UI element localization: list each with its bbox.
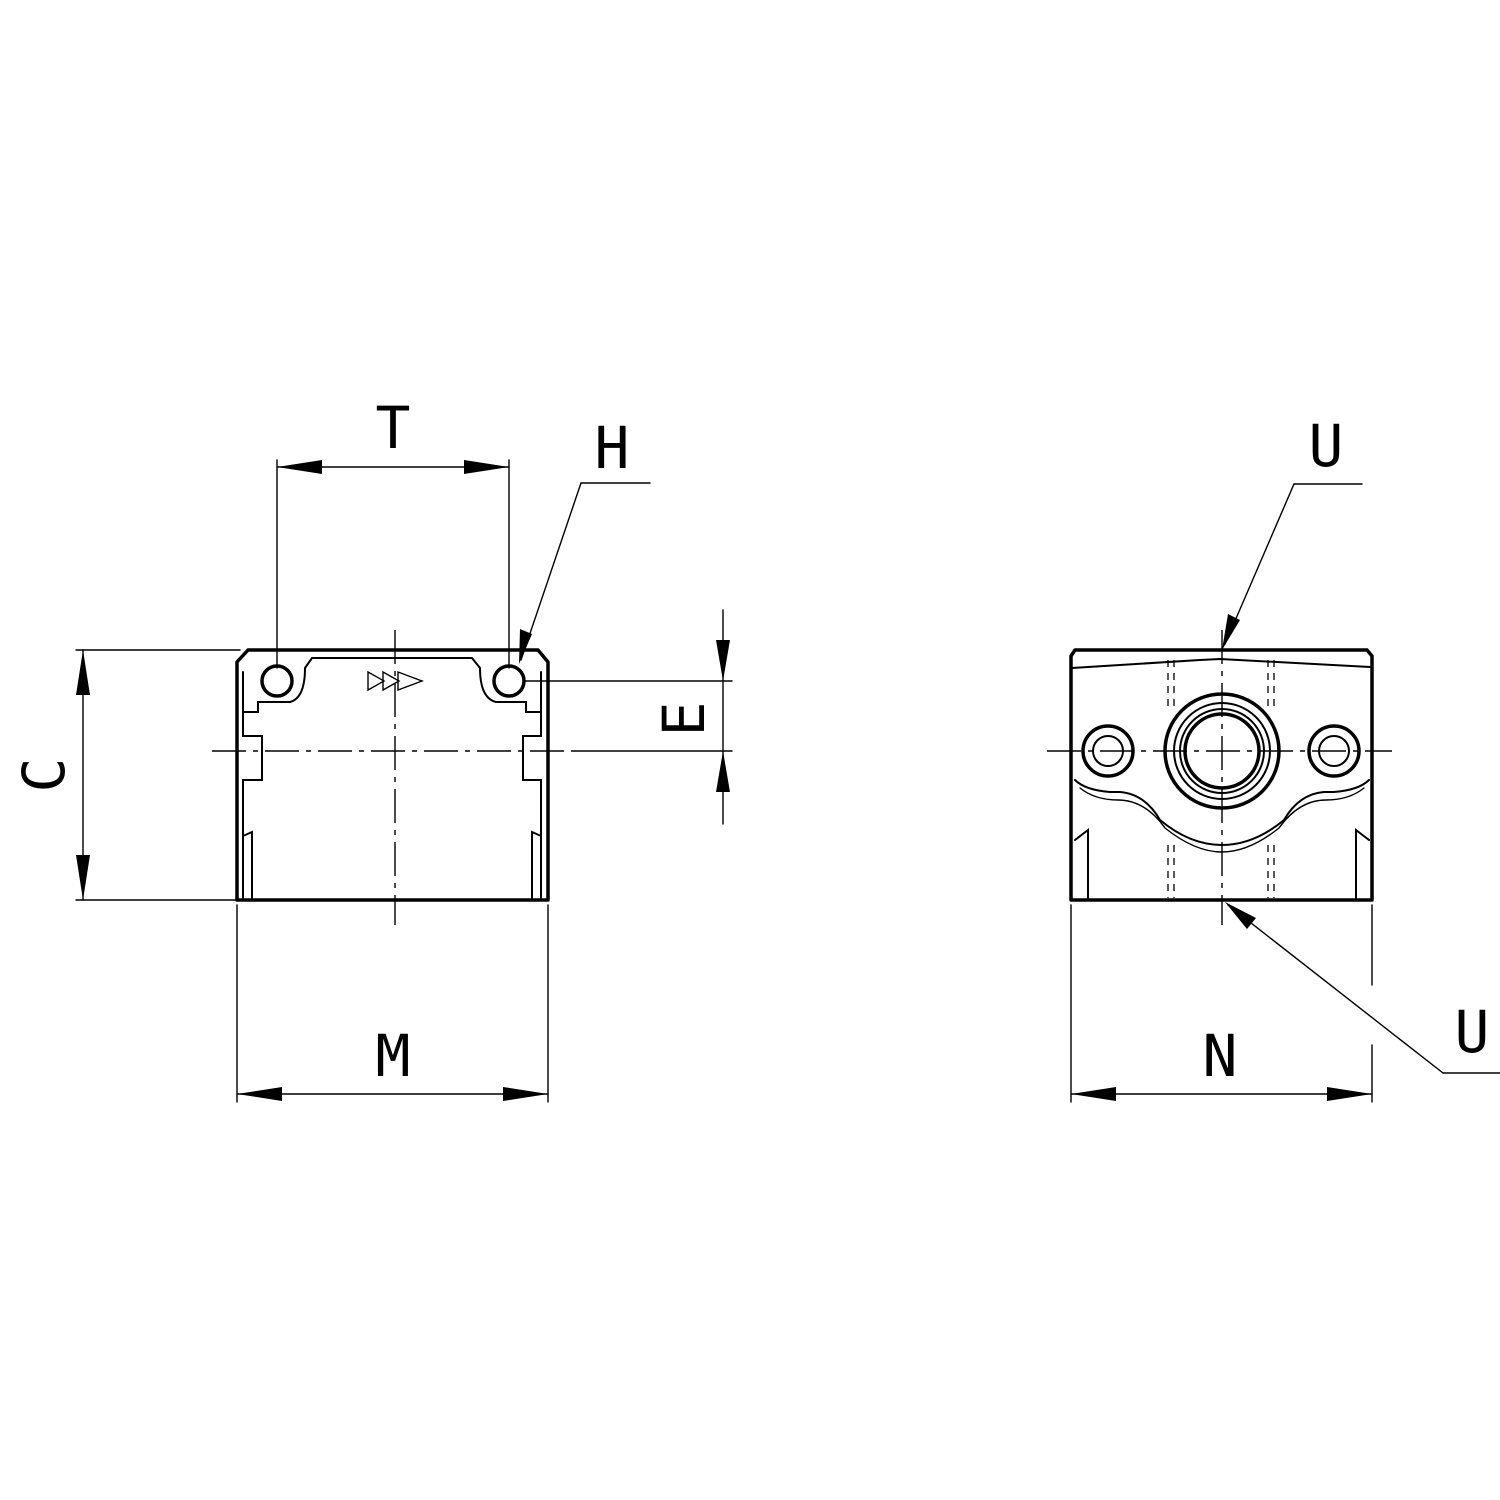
front-view	[212, 630, 575, 925]
leader-H: H	[519, 414, 651, 664]
side-view-top-edge	[1071, 657, 1371, 669]
front-view-right-foot	[531, 830, 542, 899]
dimension-N: N	[1070, 904, 1373, 1103]
front-view-hole-right	[492, 664, 526, 698]
leader-U-top: U	[1222, 412, 1363, 650]
side-view-hole-right-outer	[1307, 724, 1361, 778]
front-view-right-slot	[522, 711, 542, 781]
front-view-hole-left	[260, 664, 294, 698]
label-U-bottom: U	[1455, 998, 1490, 1066]
front-view-left-foot	[242, 830, 253, 899]
side-view-right-foot	[1355, 827, 1370, 899]
dimension-C: C	[10, 649, 241, 901]
label-C: C	[10, 758, 78, 793]
front-view-outline	[235, 648, 550, 902]
leader-U-bottom: U	[1225, 902, 1500, 1074]
dimension-M: M	[236, 904, 549, 1103]
label-T: T	[376, 394, 411, 462]
label-E: E	[650, 702, 718, 737]
side-view-left-foot	[1074, 827, 1089, 899]
front-view-left-slot	[242, 711, 263, 781]
dimension-E: E	[523, 609, 733, 825]
label-M: M	[376, 1022, 411, 1090]
side-view	[1047, 630, 1392, 925]
label-H: H	[595, 414, 630, 482]
side-view-outline	[1069, 648, 1374, 902]
label-N: N	[1203, 1022, 1238, 1090]
front-view-inner-profile	[242, 657, 542, 713]
dimension-T: T	[276, 394, 510, 669]
label-U-top: U	[1309, 412, 1344, 480]
direction-arrows-icon	[367, 670, 424, 692]
